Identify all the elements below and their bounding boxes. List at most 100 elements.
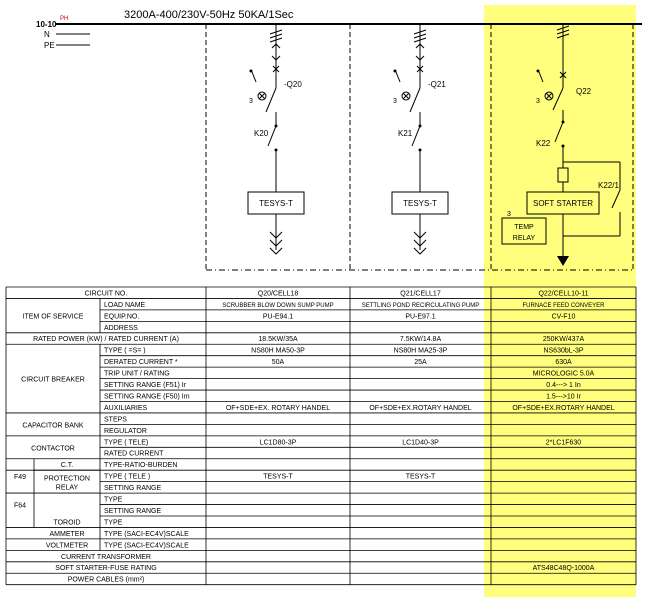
- row-label: SOFT STARTER-FUSE RATING: [55, 565, 156, 572]
- circuit-column-header: Q22/CELL10-11: [538, 290, 588, 297]
- row-label: SETTING RANGE (F50) Im: [104, 393, 190, 400]
- breaker-q22-handle-icon: [544, 91, 554, 101]
- row-value: SETTLING POND RECIRCULATING PUMP: [362, 303, 480, 309]
- relay-label: SOFT STARTER: [533, 199, 593, 208]
- pe-label: PE: [44, 41, 55, 50]
- contactor-k22-switch: [554, 121, 564, 143]
- row-label: ADDRESS: [104, 325, 138, 332]
- row-label: TRIP UNIT / RATING: [104, 371, 170, 378]
- group-circuit-breaker: CIRCUIT BREAKER: [21, 377, 85, 384]
- contactor-k21-switch: [411, 125, 421, 147]
- circuit-column-header: Q20/CELL18: [258, 290, 299, 297]
- row-value: TESYS-T: [406, 474, 436, 481]
- temp-relay-label-2: RELAY: [513, 235, 536, 242]
- contactor-k22-label: K22: [536, 139, 551, 148]
- temp-relay-label-1: TEMP: [514, 224, 534, 231]
- row-value: LC1D40-3P: [402, 439, 439, 446]
- row-label: LOAD NAME: [104, 302, 146, 309]
- row-label: REGULATOR: [104, 428, 147, 435]
- row-label: SETTING RANGE (F51) Ir: [104, 382, 187, 389]
- row-value: CV-F10: [552, 313, 576, 320]
- row-value: PU-E94.1: [263, 313, 293, 320]
- breaker-q22-label: Q22: [576, 87, 592, 96]
- pole-count: 3: [536, 98, 540, 105]
- contactor-k20-switch: [267, 125, 277, 147]
- group-capacitor-bank: CAPACITOR BANK: [22, 422, 84, 429]
- n-label: N: [44, 30, 50, 39]
- aux-label: K22/1: [598, 181, 619, 190]
- temp-relay-box: [501, 217, 547, 245]
- circuit-no-header: CIRCUIT NO.: [85, 290, 128, 297]
- row-value: OF+SDE+EX.ROTARY HANDEL: [512, 405, 614, 412]
- row-value: 50A: [272, 359, 285, 366]
- group-contactor: CONTACTOR: [31, 445, 75, 452]
- row-label: POWER CABLES (mm²): [68, 577, 145, 584]
- circuit-column-header: Q21/CELL17: [400, 290, 441, 297]
- row-label: TYPE ( TELE ): [104, 474, 150, 481]
- group-ct: C.T.: [61, 462, 74, 469]
- row-value: NS630bL-3P: [543, 348, 583, 355]
- contactor-k20-label: K20: [254, 129, 269, 138]
- breaker-q20-handle-icon: [257, 91, 267, 101]
- relay-label: TESYS-T: [259, 199, 293, 208]
- row-value: FURNACE FEED CONVEYER: [522, 303, 605, 309]
- group-item-of-service: ITEM OF SERVICE: [23, 314, 84, 321]
- phase-label: 10-10: [36, 20, 57, 29]
- row-value: OF+SDE+EX.ROTARY HANDEL: [369, 405, 471, 412]
- breaker-q21-handle-icon: [401, 91, 411, 101]
- breaker-q21-switch: [409, 87, 421, 113]
- group-f64: F64: [14, 503, 26, 510]
- pole-count: 3: [393, 98, 397, 105]
- row-value: 630A: [555, 359, 572, 366]
- pole-count: 3: [249, 98, 253, 105]
- row-label: TYPE ( =S= ): [104, 348, 146, 355]
- group-f49: F49: [14, 474, 26, 481]
- row-value: 0.4---> 1 In: [546, 382, 581, 389]
- bypass-switch: [611, 189, 621, 209]
- row-value: LC1D80-3P: [260, 439, 297, 446]
- group-toroid: TOROID: [53, 519, 80, 526]
- bus-rating: 3200A-400/230V-50Hz 50KA/1Sec: [124, 9, 294, 21]
- row-value: ATS48C48Q-1000A: [533, 565, 595, 572]
- pole-count: 3: [507, 211, 511, 218]
- group-ammeter: AMMETER: [50, 531, 85, 538]
- row-value: NS80H MA25-3P: [394, 348, 448, 355]
- row-value: NS80H MA50-3P: [251, 348, 305, 355]
- row-value: 7.5KW/14.8A: [400, 336, 442, 343]
- row-label: CURRENT TRANSFORMER: [61, 554, 151, 561]
- breaker-q20-label: -Q20: [284, 80, 302, 89]
- row-value: MICROLOGIC 5.0A: [533, 371, 595, 378]
- row-label: TYPE (SACI-EC4V)SCALE: [104, 531, 189, 538]
- row-label: RATED CURRENT: [104, 451, 164, 458]
- breaker-q22-switch: [552, 87, 564, 111]
- row-label: RATED POWER (KW) / RATED CURRENT (A): [33, 336, 179, 343]
- row-label: AUXILIARIES: [104, 405, 148, 412]
- group-protection: PROTECTION: [44, 476, 90, 483]
- row-label: SETTING RANGE: [104, 485, 162, 492]
- row-value: PU-E97.1: [405, 313, 435, 320]
- row-value: 18.5KW/35A: [258, 336, 298, 343]
- row-label: EQUIP.NO.: [104, 313, 139, 320]
- group-relay: RELAY: [56, 485, 79, 492]
- row-value: 250KW/437A: [543, 336, 585, 343]
- breaker-q21-label: -Q21: [428, 80, 446, 89]
- relay-label: TESYS-T: [403, 199, 437, 208]
- feeder-q21: 3 -Q21 K21 TESYS-T: [391, 24, 449, 255]
- row-value: SCRUBBER BLOW DOWN SUMP PUMP: [222, 303, 333, 309]
- row-label: TYPE (SACI-EC4V)SCALE: [104, 542, 189, 549]
- row-label: TYPE-RATIO-BURDEN: [104, 462, 177, 469]
- row-label: DERATED CURRENT *: [104, 359, 178, 366]
- group-voltmeter: VOLTMETER: [46, 542, 88, 549]
- row-label: TYPE: [104, 519, 123, 526]
- row-value: 2*LC1F630: [546, 439, 582, 446]
- row-value: TESYS-T: [263, 474, 293, 481]
- feeder-highlight: [484, 5, 636, 597]
- row-label: SETTING RANGE: [104, 508, 162, 515]
- row-value: OF+SDE+EX. ROTARY HANDEL: [226, 405, 330, 412]
- circuit-table: CIRCUIT NO. Q20/CELL18 Q21/CELL17 Q22/CELL1…: [5, 286, 637, 586]
- row-label: TYPE: [104, 497, 123, 504]
- contactor-k21-label: K21: [398, 129, 413, 138]
- row-label: STEPS: [104, 416, 127, 423]
- ph-label: PH: [60, 16, 68, 22]
